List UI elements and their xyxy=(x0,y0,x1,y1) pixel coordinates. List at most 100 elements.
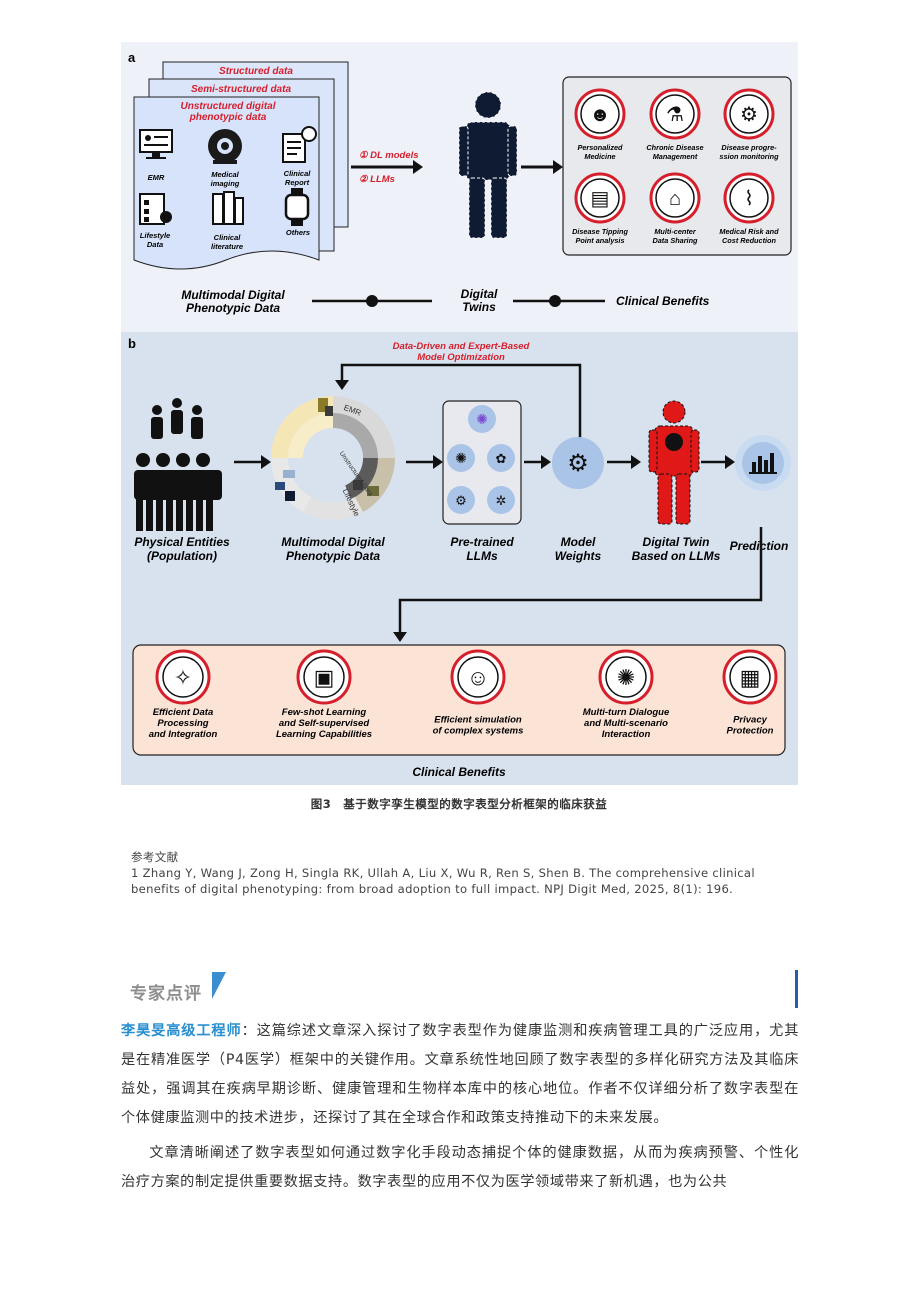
prediction-to-benefits-arrowhead xyxy=(393,632,407,642)
benefit-b-icon-2: ☺ xyxy=(467,665,489,690)
clinical-report-label-1: Clinical xyxy=(284,169,312,178)
semi-structured-data-label: Semi-structured data xyxy=(191,84,291,95)
benefit-a-label-3-1: Disease Tipping xyxy=(572,227,628,236)
benefit-a-ring-5 xyxy=(729,178,769,218)
figure-3: a Structured data Semi-structured data U… xyxy=(121,42,798,785)
medical-imaging-label-1: Medical xyxy=(211,170,239,179)
panel-b-step-labels: Physical Entities(Population)Multimodal … xyxy=(134,535,788,563)
benefit-b-ring-3 xyxy=(605,656,647,698)
legend-clinical-benefits: Clinical Benefits xyxy=(616,294,710,308)
clinical-literature-label-1: Clinical xyxy=(214,233,242,242)
panel-b-label: b xyxy=(128,336,136,351)
twin-brain-icon xyxy=(665,433,683,451)
expert-review-paragraph-2: 文章清晰阐述了数字表型如何通过数字化手段动态捕捉个体的健康数据，从而为疾病预警、… xyxy=(121,1145,799,1190)
gear-icon: ⚙ xyxy=(567,450,589,477)
benefit-b-label-3-2: and Multi-scenario xyxy=(584,718,668,729)
benefit-a-icon-1: ⚗ xyxy=(666,104,684,126)
optimization-label-1: Data-Driven and Expert-Based xyxy=(393,341,530,352)
clinical-literature-label-2: literature xyxy=(211,242,243,251)
prediction-chart-icon xyxy=(749,453,777,474)
benefit-a-label-5-2: Cost Reduction xyxy=(722,236,776,245)
benefit-a-ring-1 xyxy=(655,94,695,134)
reference-item: 1 Zhang Y, Wang J, Zong H, Singla RK, Ul… xyxy=(131,866,755,896)
step-label-3-2: Weights xyxy=(555,549,602,563)
benefit-b-label-0-1: Efficient Data xyxy=(153,707,214,718)
benefit-b-icon-3: ✺ xyxy=(617,665,635,690)
benefit-a-icon-4: ⌂ xyxy=(669,188,681,210)
benefit-a-ring-3 xyxy=(580,178,620,218)
arrowhead-3 xyxy=(541,455,551,469)
benefit-a-label-4-2: Data Sharing xyxy=(652,236,698,245)
arrowhead-4 xyxy=(631,455,641,469)
lifestyle-data-label-1: Lifestyle xyxy=(140,231,170,240)
medical-imaging-label-2: imaging xyxy=(211,179,240,188)
prediction-to-benefits-arrow xyxy=(398,527,763,636)
arrowhead-to-twin xyxy=(413,160,423,174)
benefit-b-label-0-3: and Integration xyxy=(149,729,218,740)
legend-phenotypic-data-2: Phenotypic Data xyxy=(186,301,280,315)
expert-review-title: 专家点评 xyxy=(130,984,202,1004)
benefit-b-circle-3 xyxy=(598,649,654,705)
literature-books-icon xyxy=(212,191,244,225)
benefit-a-ring-4 xyxy=(655,178,695,218)
llms-label: ② LLMs xyxy=(359,174,395,185)
step-label-4-1: Digital Twin xyxy=(643,535,710,549)
benefit-a-label-0-1: Personalized xyxy=(577,143,623,152)
benefit-b-label-2-1: Efficient simulation xyxy=(434,715,522,726)
arrowhead-5 xyxy=(725,455,735,469)
step-label-2-2: LLMs xyxy=(466,549,498,563)
llm-digital-twin-figure xyxy=(648,400,700,525)
panel-a-label: a xyxy=(128,50,136,65)
expert-review-text-1: ：这篇综述文章深入探讨了数字表型作为健康监测和疾病管理工具的广泛应用，尤其是在精… xyxy=(121,1023,799,1126)
benefit-b-ring-4 xyxy=(729,656,771,698)
references-heading: 参考文献 xyxy=(131,850,179,864)
svg-text:✺: ✺ xyxy=(455,450,467,466)
benefit-a-label-2-1: Disease progre- xyxy=(721,143,777,152)
step-label-4-2: Based on LLMs xyxy=(632,549,721,563)
optimization-label-2: Model Optimization xyxy=(417,352,505,363)
benefit-a-label-5-1: Medical Risk and xyxy=(719,227,779,236)
step-label-0-1: Physical Entities xyxy=(134,535,230,549)
legend-phenotypic-data-1: Multimodal Digital xyxy=(181,288,285,302)
llm-icons: ✺ ✺ ✿ ⚙ ✲ xyxy=(447,405,515,514)
benefit-b-label-4-2: Protection xyxy=(727,726,774,737)
step-label-2-1: Pre-trained xyxy=(450,535,514,549)
benefit-a-ring-0 xyxy=(580,94,620,134)
legend-digital-twins-2: Twins xyxy=(462,300,496,314)
step-label-3-1: Model xyxy=(561,535,596,549)
benefit-b-icon-1: ▣ xyxy=(314,665,335,690)
benefit-b-ring-0 xyxy=(162,656,204,698)
population-icon xyxy=(134,398,222,531)
unstructured-data-label-1: Unstructured digital xyxy=(180,101,275,112)
expert-review-paragraph-1: 李昊旻高级工程师：这篇综述文章深入探讨了数字表型作为健康监测和疾病管理工具的广泛… xyxy=(121,1017,799,1133)
section-divider-bar xyxy=(795,970,798,1008)
imaging-scanner-icon xyxy=(208,129,242,164)
expert-author: 李昊旻高级工程师 xyxy=(121,1023,242,1039)
optimization-loop-arrow xyxy=(340,363,582,462)
benefit-a-label-2-2: ssion monitoring xyxy=(719,152,779,161)
legend-dot-2 xyxy=(549,295,561,307)
benefit-b-label-0-2: Processing xyxy=(157,718,208,729)
others-label: Others xyxy=(286,228,310,237)
legend-digital-twins-1: Digital xyxy=(461,287,498,301)
svg-text:✲: ✲ xyxy=(496,493,507,508)
digital-twin-figure xyxy=(458,91,518,239)
structured-data-label: Structured data xyxy=(219,66,293,77)
dl-models-label: ① DL models xyxy=(359,150,419,161)
prediction-circle xyxy=(742,442,784,484)
data-document-stack: Structured data Semi-structured data Uns… xyxy=(133,61,349,270)
arrowhead-2 xyxy=(433,455,443,469)
clinical-report-label-2: Report xyxy=(285,178,310,187)
benefit-a-circle-1 xyxy=(649,88,701,140)
legend-dot-1 xyxy=(366,295,378,307)
benefit-b-circle-1 xyxy=(296,649,352,705)
step-label-0-2: (Population) xyxy=(147,549,217,563)
benefit-b-label-4-1: Privacy xyxy=(733,715,768,726)
step-label-5-1: Prediction xyxy=(730,539,789,553)
figure-caption: 图3 基于数字孪生模型的数字表型分析框架的临床获益 xyxy=(310,797,608,811)
benefit-a-label-3-2: Point analysis xyxy=(575,236,624,245)
arrowhead-to-benefits xyxy=(553,160,563,174)
benefit-b-circle-4 xyxy=(722,649,778,705)
references: 参考文献 1 Zhang Y, Wang J, Zong H, Singla R… xyxy=(131,849,801,897)
